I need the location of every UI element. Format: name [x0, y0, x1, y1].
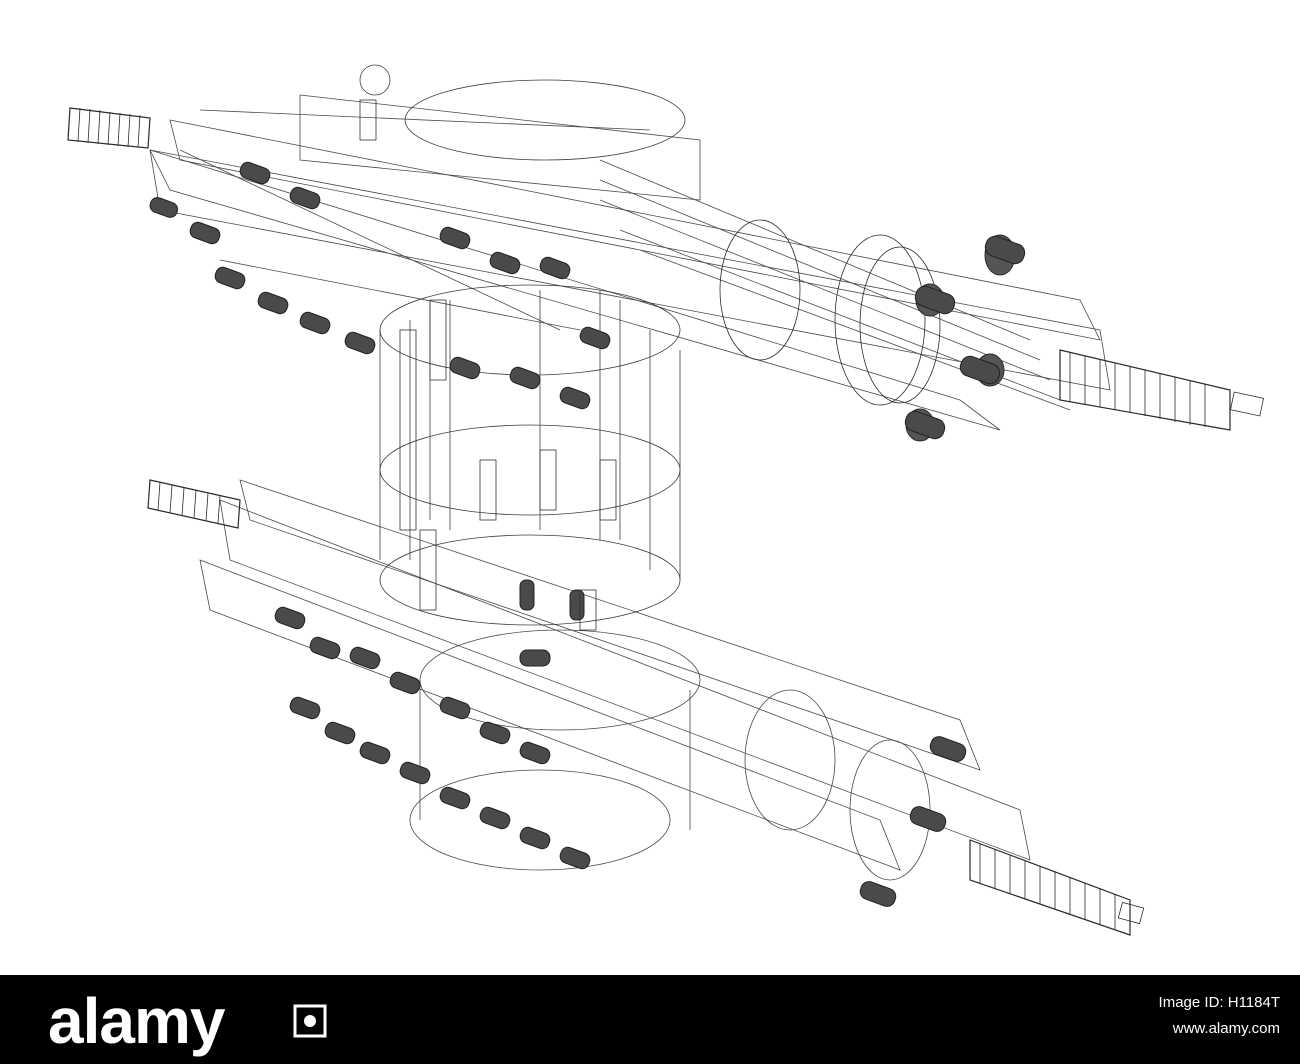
central-column: [359, 64, 686, 626]
upper-left-rod: [67, 107, 151, 149]
upper-housing: [149, 94, 1111, 431]
lower-right-rod: [969, 839, 1145, 936]
wireframe-drawing: [67, 64, 1265, 936]
site-url: www.alamy.com: [1172, 1020, 1280, 1037]
upper-right-rod: [1059, 349, 1265, 431]
bolt-studs: [149, 161, 1026, 907]
lower-left-rod: [147, 479, 241, 529]
alamy-logo-icon: [293, 1004, 327, 1038]
watermark-footer: alamy Image ID: H1184T www.alamy.com: [0, 975, 1300, 1064]
brand-logo: alamy: [48, 985, 225, 1057]
column-cylinders: [359, 99, 617, 631]
image-id-label: Image ID: H1184T: [1158, 994, 1280, 1011]
lower-housing: [199, 479, 1031, 881]
